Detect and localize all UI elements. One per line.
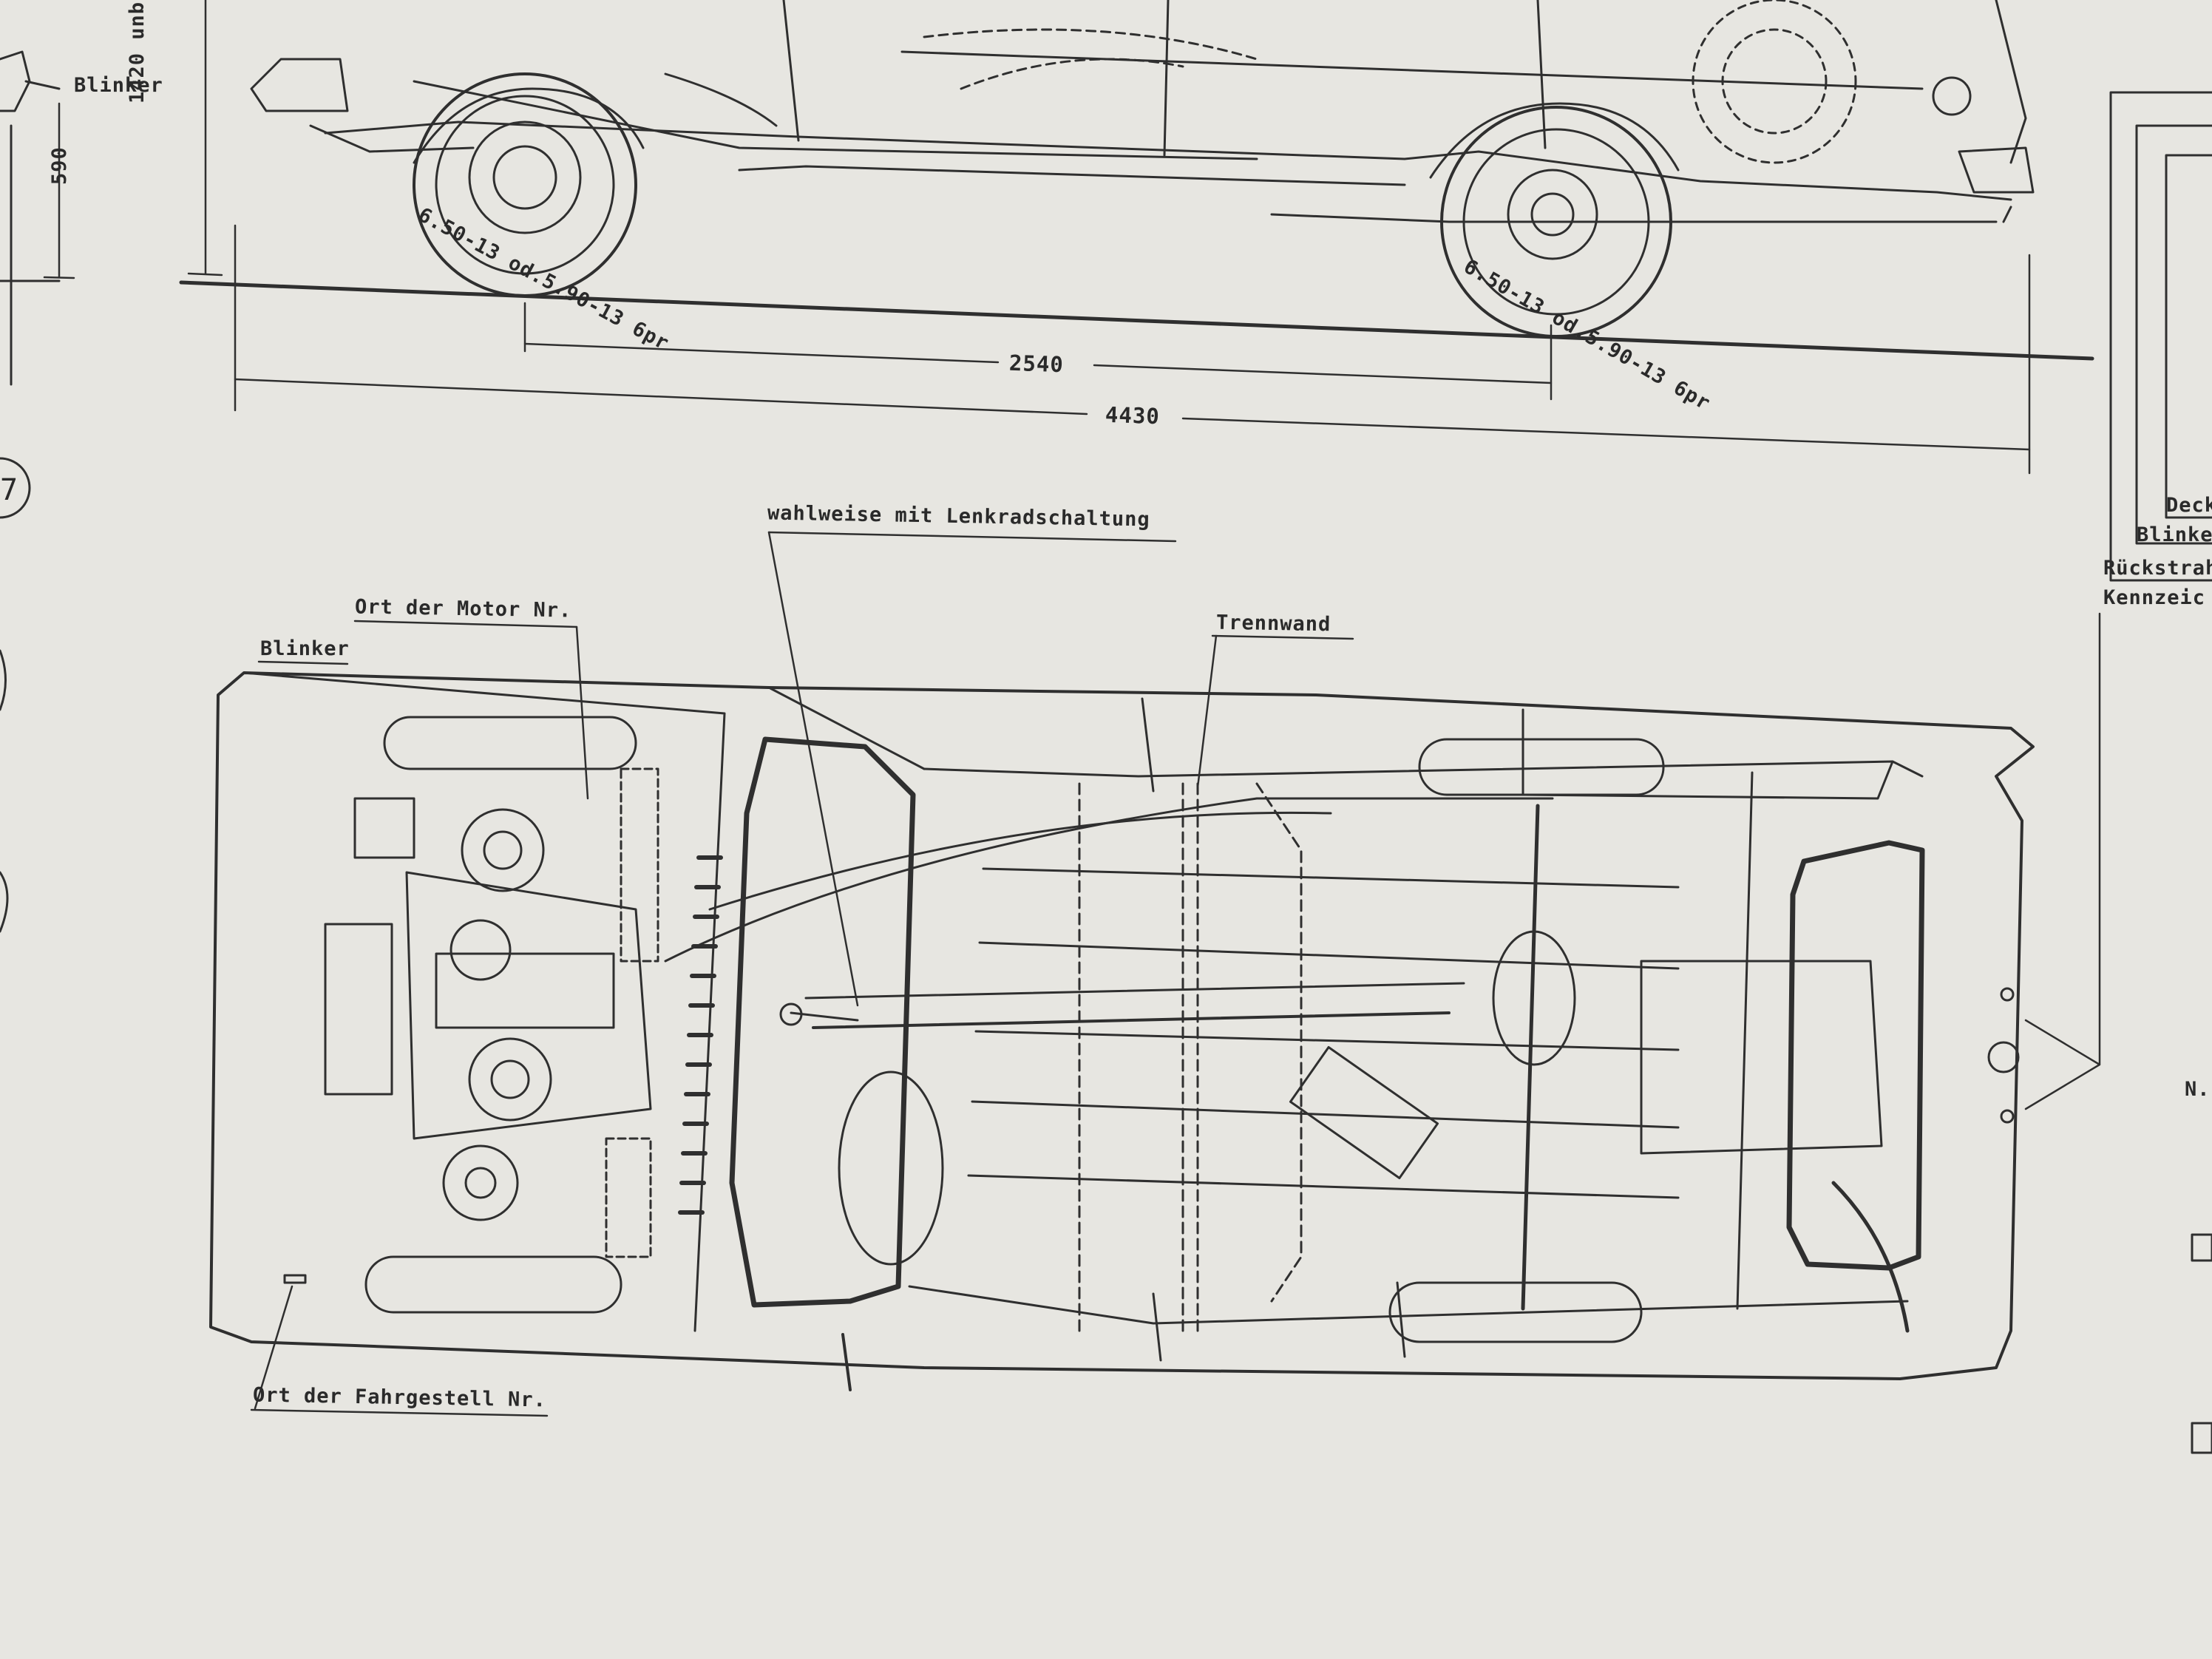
right-panel-item-kennzeichen: Kennzeic xyxy=(2103,586,2206,609)
section-number: 7 xyxy=(0,473,19,507)
clearance-dimension-label: 590 xyxy=(48,146,71,185)
rear-wheel xyxy=(1429,102,1680,338)
right-panel-item-deck: Deck xyxy=(2166,494,2212,517)
front-wheel xyxy=(413,72,645,297)
length-dimension-label: 4430 xyxy=(1105,401,1161,430)
leader-lines xyxy=(250,531,2101,1417)
dimension-lines xyxy=(43,0,2031,475)
right-panel-frame xyxy=(2109,91,2212,1454)
engine-number-label: Ort der Motor Nr. xyxy=(354,595,572,622)
side-blinker-label: Blinker xyxy=(74,74,163,97)
partition-label: Trennwand xyxy=(1215,611,1331,637)
side-view-car xyxy=(0,0,2094,386)
right-panel-item-blinker: Blinker xyxy=(2137,523,2212,546)
top-view-car xyxy=(209,671,2035,1391)
right-panel-n-label: N. xyxy=(2185,1078,2211,1101)
top-blinker-label: Blinker xyxy=(260,637,350,660)
section-number-mark xyxy=(0,457,31,519)
wheelbase-dimension-label: 2540 xyxy=(1008,350,1065,378)
right-panel-item-rueckstrahler: Rückstrah xyxy=(2103,557,2212,580)
height-dimension-label: 1420 unb xyxy=(126,1,149,104)
